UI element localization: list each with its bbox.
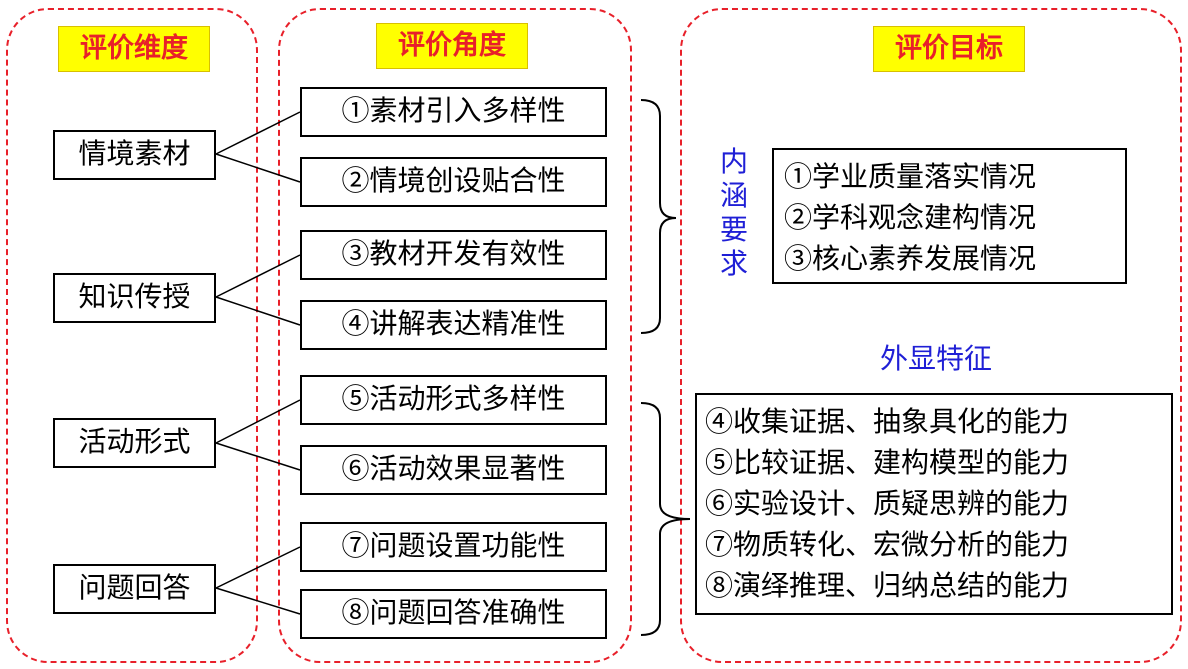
dimension-box-4: 问题回答 <box>53 564 216 614</box>
outer-item-2: ⑤比较证据、建构模型的能力 <box>705 446 1070 479</box>
outer-item-5: ⑧演绎推理、归纳总结的能力 <box>705 569 1070 602</box>
dimension-box-2: 知识传授 <box>53 273 216 323</box>
connector-1b <box>215 153 301 183</box>
dimension-header: 评价维度 <box>58 26 210 72</box>
inner-label-char-2: 涵 <box>719 179 748 212</box>
angle-box-6: ⑥活动效果显著性 <box>300 445 607 495</box>
connector-4b <box>215 587 301 615</box>
inner-label-char-3: 要 <box>719 213 748 246</box>
angle-panel <box>278 8 632 663</box>
angle-box-2: ②情境创设贴合性 <box>300 157 607 207</box>
inner-item-2: ②学科观念建构情况 <box>784 201 1037 234</box>
angle-box-7: ⑦问题设置功能性 <box>300 522 607 572</box>
connector-1a <box>215 111 301 155</box>
angle-box-1: ①素材引入多样性 <box>300 87 607 137</box>
connector-2a <box>215 254 301 298</box>
dimension-panel <box>6 8 258 663</box>
connector-3a <box>215 399 301 444</box>
angle-box-3: ③教材开发有效性 <box>300 230 607 280</box>
inner-requirement-box: ①学业质量落实情况 ②学科观念建构情况 ③核心素养发展情况 <box>772 148 1127 284</box>
target-header: 评价目标 <box>873 26 1025 72</box>
outer-feature-label: 外显特征 <box>880 342 993 375</box>
outer-brace <box>640 402 691 636</box>
inner-requirement-label: 内 涵 要 求 <box>717 145 751 281</box>
angle-header: 评价角度 <box>376 23 528 69</box>
dimension-box-1: 情境素材 <box>53 130 216 180</box>
inner-label-char-1: 内 <box>719 145 748 178</box>
inner-item-3: ③核心素养发展情况 <box>784 242 1037 275</box>
outer-item-1: ④收集证据、抽象具化的能力 <box>705 405 1070 438</box>
outer-feature-box: ④收集证据、抽象具化的能力 ⑤比较证据、建构模型的能力 ⑥实验设计、质疑思辨的能… <box>695 393 1173 615</box>
inner-brace <box>640 99 677 334</box>
outer-item-3: ⑥实验设计、质疑思辨的能力 <box>705 487 1070 520</box>
angle-box-8: ⑧问题回答准确性 <box>300 589 607 639</box>
inner-label-char-4: 求 <box>719 247 748 280</box>
inner-item-1: ①学业质量落实情况 <box>784 160 1037 193</box>
connector-2b <box>215 296 301 326</box>
angle-box-5: ⑤活动形式多样性 <box>300 375 607 425</box>
outer-item-4: ⑦物质转化、宏微分析的能力 <box>705 528 1070 561</box>
angle-box-4: ④讲解表达精准性 <box>300 300 607 350</box>
dimension-box-3: 活动形式 <box>53 418 216 468</box>
connector-4a <box>215 546 301 589</box>
connector-3b <box>215 442 301 471</box>
target-panel <box>680 8 1182 663</box>
